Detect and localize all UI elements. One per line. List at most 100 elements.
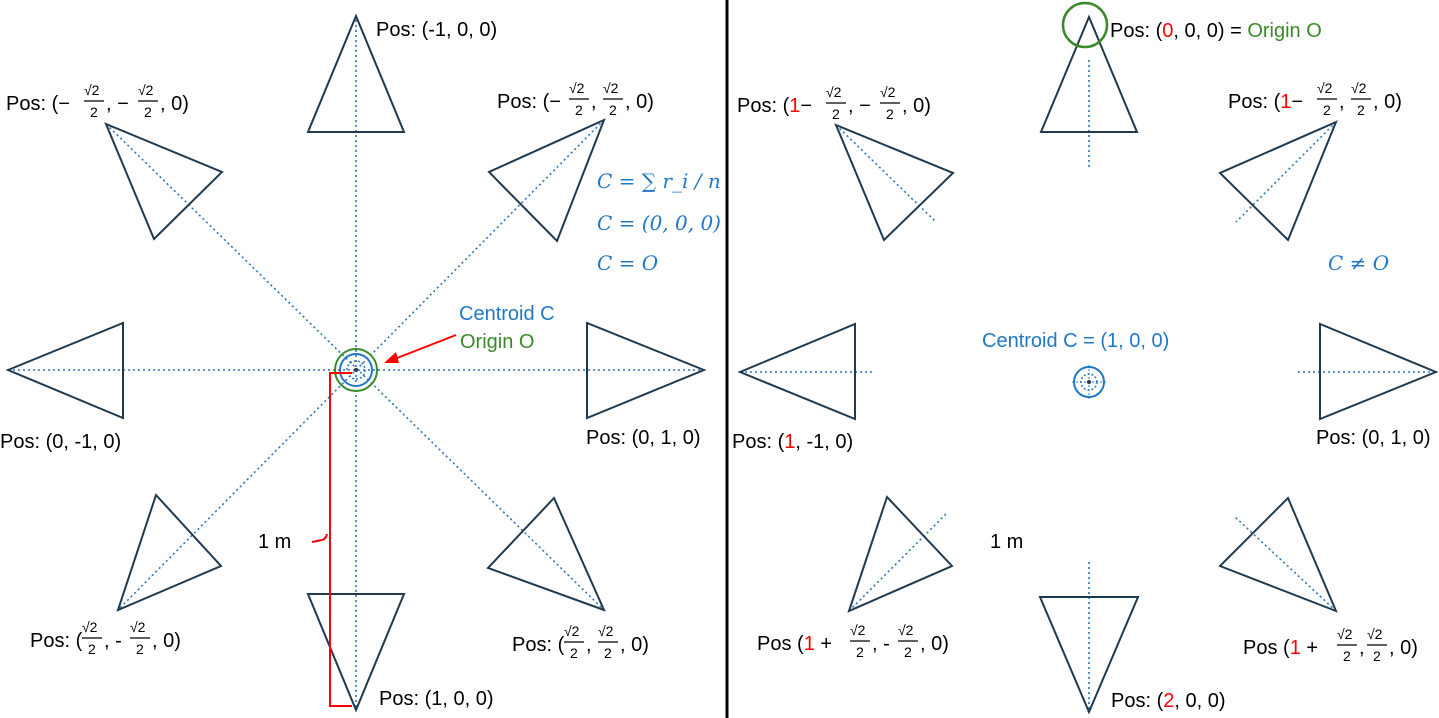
svg-text:√2: √2: [138, 82, 154, 98]
triangle-upper-right: [487, 118, 606, 243]
svg-text:Pos (1 +: Pos (1 +: [757, 633, 832, 655]
triangle-lower-left: [116, 493, 223, 612]
axis-diag-2: [117, 119, 605, 611]
svg-text:√2: √2: [564, 623, 580, 639]
svg-text:, 0): , 0): [160, 93, 189, 115]
svg-text:, 0): , 0): [1373, 91, 1402, 113]
svg-text:2: 2: [1343, 648, 1351, 664]
svg-text:2: 2: [88, 641, 96, 657]
svg-text:Pos: (: Pos: (: [512, 634, 565, 656]
left-panel: Pos: (-1, 0, 0) Pos: (1, 0, 0) Pos: (0, …: [0, 13, 721, 713]
svg-text:Pos (1 +: Pos (1 +: [1243, 637, 1318, 659]
label-right: Pos: (0, 1, 0): [1316, 427, 1431, 449]
svg-text:Pos: (1−: Pos: (1−: [1228, 91, 1303, 113]
svg-text:2: 2: [575, 102, 583, 118]
axis-stub-ul: [835, 124, 937, 223]
svg-text:√2: √2: [850, 622, 866, 638]
label-bottom: Pos: (2, 0, 0): [1111, 690, 1226, 712]
formula-sum: C = ∑ r_i / n: [597, 169, 721, 193]
triangle-left: [5, 321, 124, 420]
triangle-right: [586, 321, 707, 420]
axis-diag-1: [105, 123, 605, 611]
label-upper-left: Pos: (− √2 2 , − √2 2 , 0): [6, 82, 189, 120]
svg-text:, -: , -: [872, 633, 890, 655]
triangle-top: [306, 13, 406, 133]
svg-text:2: 2: [1323, 102, 1331, 118]
svg-text:, 0): , 0): [920, 633, 949, 655]
svg-text:√2: √2: [82, 619, 98, 635]
svg-text:√2: √2: [826, 84, 842, 100]
svg-text:√2: √2: [130, 619, 146, 635]
triangle-upper-left: [834, 123, 955, 242]
svg-text:2: 2: [570, 645, 578, 661]
svg-text:, -: , -: [104, 630, 122, 652]
triangle-upper-left: [104, 122, 224, 241]
label-top: Pos: (-1, 0, 0): [376, 19, 497, 41]
label-lower-left: Pos (1 + √2 2 , - √2 2 , 0): [757, 622, 949, 660]
svg-text:2: 2: [609, 102, 617, 118]
svg-text:√2: √2: [1367, 626, 1383, 642]
label-top: Pos: (0, 0, 0) = Origin O: [1110, 20, 1322, 42]
axis-stub-ur: [1235, 121, 1337, 223]
label-lower-right: Pos (1 + √2 2 , √2 2 , 0): [1243, 626, 1418, 664]
origin-ring: [1061, 1, 1109, 49]
svg-text:2: 2: [904, 644, 912, 660]
formula-value: C = (0, 0, 0): [597, 211, 721, 235]
triangle-bottom: [1038, 596, 1140, 715]
svg-text:√2: √2: [84, 82, 100, 98]
distance-bracket: [329, 372, 352, 707]
axis-stub-lr: [1233, 515, 1337, 612]
svg-text:√2: √2: [1351, 80, 1367, 96]
svg-text:Pos: (−: Pos: (−: [497, 91, 561, 113]
right-panel: Pos: (0, 0, 0) = Origin O Pos: (2, 0, 0)…: [732, 1, 1439, 715]
centroid-label: Centroid C: [459, 303, 555, 325]
svg-text:,: ,: [586, 634, 592, 656]
svg-text:2: 2: [856, 644, 864, 660]
svg-text:√2: √2: [569, 80, 585, 96]
svg-text:2: 2: [90, 104, 98, 120]
origin-label: Origin O: [460, 331, 534, 353]
svg-text:,: ,: [1339, 91, 1345, 113]
triangle-bottom: [306, 593, 406, 713]
label-left: Pos: (0, -1, 0): [0, 431, 121, 453]
triangle-lower-right: [486, 496, 606, 612]
svg-text:√2: √2: [603, 80, 619, 96]
svg-text:,: ,: [591, 91, 597, 113]
svg-text:Pos: (−: Pos: (−: [6, 93, 70, 115]
formula-equal: C = O: [597, 251, 658, 275]
svg-text:2: 2: [832, 106, 840, 122]
triangle-lower-left: [847, 495, 954, 613]
centroid-inner-ring: [346, 360, 366, 380]
distance-label: 1 m: [258, 531, 291, 553]
label-lower-left: Pos: ( √2 2 , - √2 2 , 0): [30, 619, 181, 657]
svg-text:2: 2: [136, 641, 144, 657]
svg-text:√2: √2: [898, 622, 914, 638]
label-upper-right: Pos: (− √2 2 , √2 2 , 0): [497, 80, 654, 118]
triangle-upper-right: [1218, 120, 1338, 242]
svg-text:, 0): , 0): [902, 95, 931, 117]
svg-text:2: 2: [144, 104, 152, 120]
pointer-arrowhead: [384, 352, 399, 363]
svg-text:, −: , −: [106, 93, 129, 115]
label-right: Pos: (0, 1, 0): [586, 427, 701, 449]
origin-ring: [334, 348, 378, 392]
distance-bracket-tick: [311, 533, 328, 543]
svg-text:, −: , −: [848, 95, 871, 117]
triangle-left: [737, 322, 856, 421]
triangle-lower-right: [1218, 496, 1338, 613]
svg-text:, 0): , 0): [620, 634, 649, 656]
svg-text:2: 2: [1373, 648, 1381, 664]
svg-text:Pos: (: Pos: (: [30, 630, 83, 652]
triangle-right: [1319, 322, 1439, 421]
label-upper-left: Pos: (1− √2 2 , − √2 2 , 0): [737, 84, 931, 122]
svg-text:,: ,: [1359, 637, 1365, 659]
label-upper-right: Pos: (1− √2 2 , √2 2 , 0): [1228, 80, 1402, 118]
svg-text:2: 2: [886, 106, 894, 122]
svg-text:√2: √2: [1337, 626, 1353, 642]
svg-text:, 0): , 0): [625, 91, 654, 113]
label-bottom: Pos: (1, 0, 0): [379, 688, 494, 710]
label-left: Pos: (1, -1, 0): [732, 431, 853, 453]
distance-label: 1 m: [990, 531, 1023, 553]
svg-text:√2: √2: [880, 84, 896, 100]
